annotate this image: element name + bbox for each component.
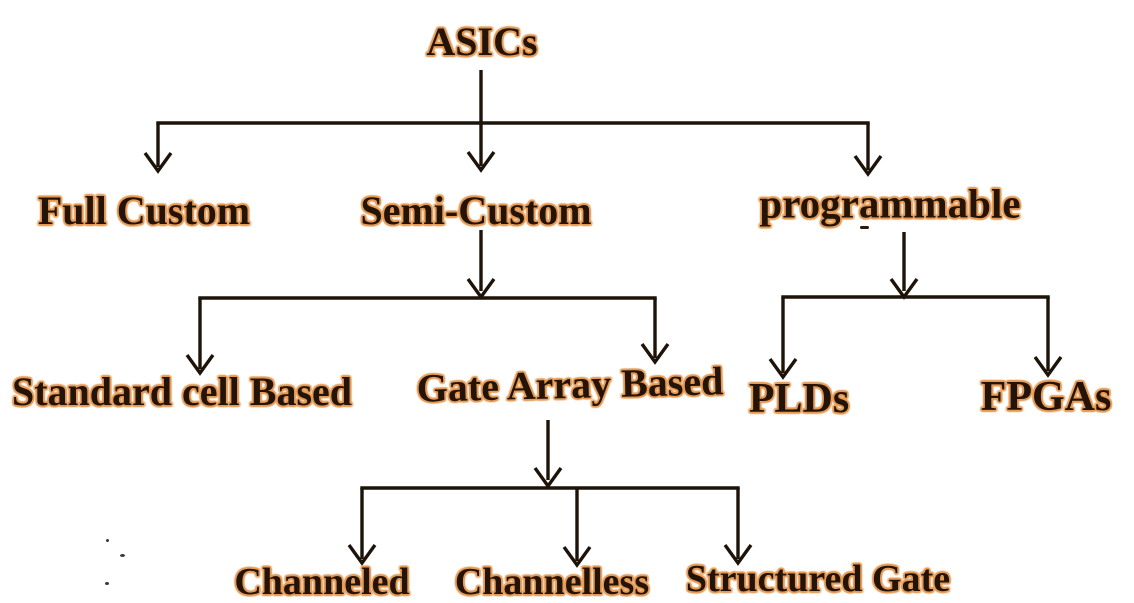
ink-speck — [120, 554, 125, 557]
arrowhead-icon — [533, 467, 563, 489]
arrowhead-icon — [562, 546, 592, 568]
arrowhead-icon — [640, 343, 670, 365]
ink-speck — [106, 539, 109, 542]
arrowhead-icon — [723, 544, 753, 566]
arrowhead-icon — [466, 151, 496, 173]
node-asics: ASICs — [426, 19, 538, 64]
arrowhead-icon — [853, 155, 883, 177]
ink-speck — [105, 582, 109, 585]
node-structured-gate: Structured Gate — [685, 558, 951, 600]
node-channeled: Channeled — [234, 561, 410, 603]
arrowhead-icon — [143, 152, 173, 174]
node-standard-cell-based: Standard cell Based — [11, 369, 353, 414]
edge-semicustom-children — [185, 230, 670, 376]
edge-asics-children — [143, 70, 883, 177]
node-plds: PLDs — [748, 376, 850, 422]
node-full-custom: Full Custom — [37, 188, 251, 233]
arrowhead-icon — [1033, 356, 1063, 378]
node-semi-custom: Semi-Custom — [360, 188, 592, 233]
ink-speck — [860, 226, 869, 229]
node-channelless: Channelless — [454, 561, 650, 603]
edge-gatearray-children — [347, 420, 753, 568]
arrowhead-icon — [347, 544, 377, 566]
node-gate-array-based: Gate Array Based — [416, 358, 724, 411]
jpeg-ghost-smudges — [215, 304, 1040, 503]
node-programmable: programmable — [759, 180, 1021, 227]
arrowhead-icon — [185, 354, 215, 376]
arrowhead-icon — [768, 358, 798, 380]
node-fpgas: FPGAs — [980, 374, 1112, 420]
edge-programmable-children — [768, 232, 1063, 380]
